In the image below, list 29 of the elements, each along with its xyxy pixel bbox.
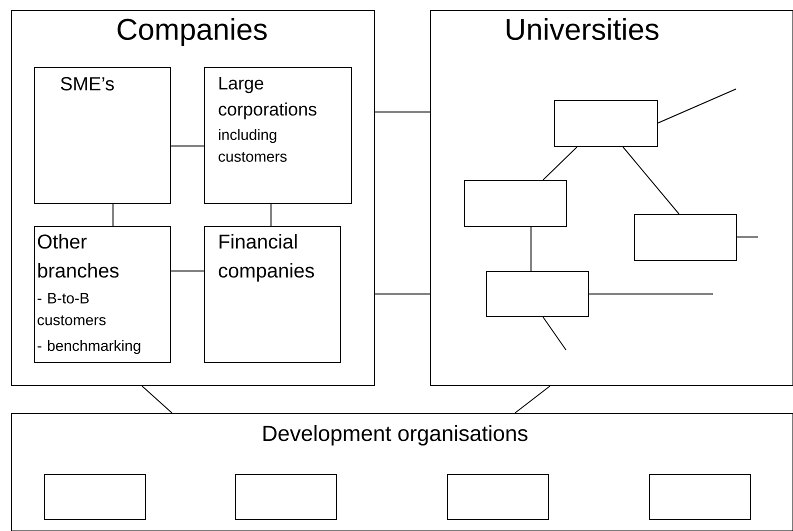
heading: Universities bbox=[506, 18, 658, 40]
box-label: Financial companies bbox=[218, 234, 314, 282]
connector-line bbox=[112, 204, 114, 226]
empty-box bbox=[486, 271, 589, 317]
box-note: - B-to-B customers bbox=[38, 293, 106, 326]
connector-line bbox=[270, 204, 272, 226]
empty-box bbox=[447, 474, 549, 520]
connector-line bbox=[736, 236, 758, 238]
empty-box bbox=[235, 474, 337, 520]
empty-box bbox=[649, 474, 751, 520]
heading: Development organisations bbox=[264, 425, 528, 446]
box-label: Large corporations bbox=[218, 77, 316, 120]
connector-line bbox=[542, 146, 578, 180]
connector-line bbox=[542, 316, 566, 350]
connector-line bbox=[142, 386, 172, 414]
empty-box bbox=[554, 100, 658, 147]
empty-box bbox=[634, 214, 737, 261]
heading: Companies bbox=[118, 18, 267, 46]
box-label: SME’s bbox=[60, 77, 114, 90]
box-note: - benchmarking bbox=[38, 340, 140, 354]
empty-box bbox=[44, 474, 146, 520]
empty-box bbox=[464, 180, 567, 227]
connector-line bbox=[622, 146, 680, 214]
box-label: Other branches bbox=[38, 234, 119, 278]
connector-line bbox=[170, 270, 204, 272]
connector-line bbox=[658, 88, 736, 124]
box-note: including customers bbox=[218, 129, 287, 162]
connector-line bbox=[530, 226, 532, 272]
connector-line bbox=[514, 386, 550, 414]
